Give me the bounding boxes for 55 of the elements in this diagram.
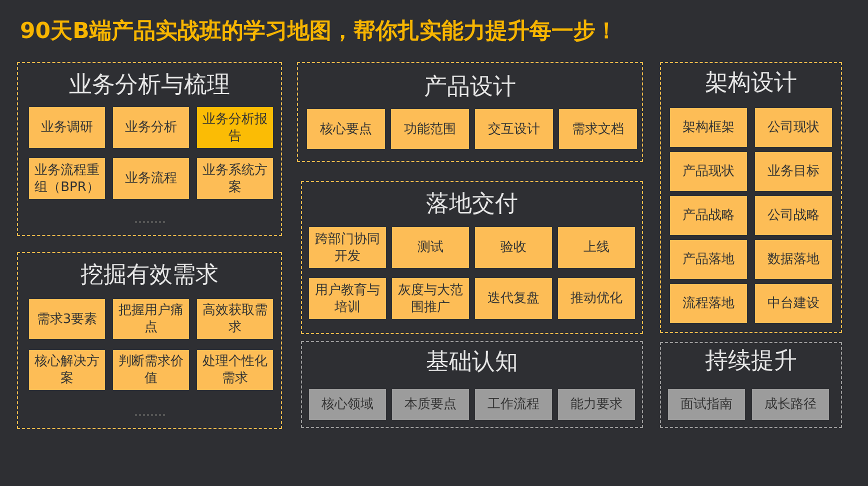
topic-card: 验收	[475, 227, 552, 268]
topic-card: 产品落地	[670, 240, 747, 279]
section-heading: 挖掘有效需求	[80, 261, 220, 290]
section-heading: 业务分析与梳理	[68, 71, 231, 100]
topic-card: 核心领域	[309, 389, 386, 420]
topic-card: 工作流程	[475, 389, 552, 420]
topic-card: 把握用户痛点	[113, 299, 189, 339]
section-panel	[17, 252, 282, 429]
topic-card: 中台建设	[755, 284, 832, 323]
topic-card: 上线	[558, 227, 635, 268]
topic-card: 面试指南	[668, 389, 745, 420]
topic-card: 灰度与大范围推广	[392, 278, 469, 319]
topic-card: 架构框架	[670, 108, 747, 147]
topic-card: 业务系统方案	[197, 158, 273, 199]
topic-card: 公司战略	[755, 196, 832, 235]
topic-card: 业务目标	[755, 152, 832, 191]
section-panel	[301, 181, 643, 334]
topic-card: 核心解决方案	[29, 350, 105, 390]
topic-card: 成长路径	[752, 389, 829, 420]
section-panel	[660, 62, 842, 333]
section-panel	[17, 62, 282, 236]
topic-card: 判断需求价值	[113, 350, 189, 390]
topic-card: 流程落地	[670, 284, 747, 323]
topic-card: 公司现状	[755, 108, 832, 147]
topic-card: 核心要点	[307, 109, 385, 149]
topic-card: 处理个性化需求	[197, 350, 273, 390]
section-panel	[297, 62, 643, 162]
topic-card: 高效获取需求	[197, 299, 273, 339]
topic-card: 本质要点	[392, 389, 469, 420]
section-heading: 架构设计	[704, 69, 798, 98]
topic-card: 推动优化	[558, 278, 635, 319]
page-title: 90天B端产品实战班的学习地图，帮你扎实能力提升每一步！	[20, 18, 618, 46]
topic-card: 业务流程重组（BPR）	[29, 158, 105, 199]
topic-card: 产品战略	[670, 196, 747, 235]
section-panel	[660, 342, 842, 428]
topic-card: 产品现状	[670, 152, 747, 191]
section-heading: 落地交付	[425, 190, 519, 219]
topic-card: 交互设计	[475, 109, 553, 149]
section-heading: 基础认知	[425, 348, 519, 377]
topic-card: 业务分析报告	[197, 107, 273, 148]
topic-card: 业务调研	[29, 107, 105, 148]
topic-card: 用户教育与培训	[309, 278, 386, 319]
section-heading: 持续提升	[704, 347, 798, 376]
topic-card: 跨部门协同开发	[309, 227, 386, 268]
topic-card: 业务分析	[113, 107, 189, 148]
section-panel	[301, 341, 643, 428]
topic-card: 能力要求	[558, 389, 635, 420]
topic-card: 数据落地	[755, 240, 832, 279]
topic-card: 测试	[392, 227, 469, 268]
section-heading: 产品设计	[423, 73, 517, 102]
topic-card: 需求文档	[559, 109, 637, 149]
topic-card: 迭代复盘	[475, 278, 552, 319]
topic-card: 需求3要素	[29, 299, 105, 339]
topic-card: 业务流程	[113, 158, 189, 199]
topic-card: 功能范围	[391, 109, 469, 149]
